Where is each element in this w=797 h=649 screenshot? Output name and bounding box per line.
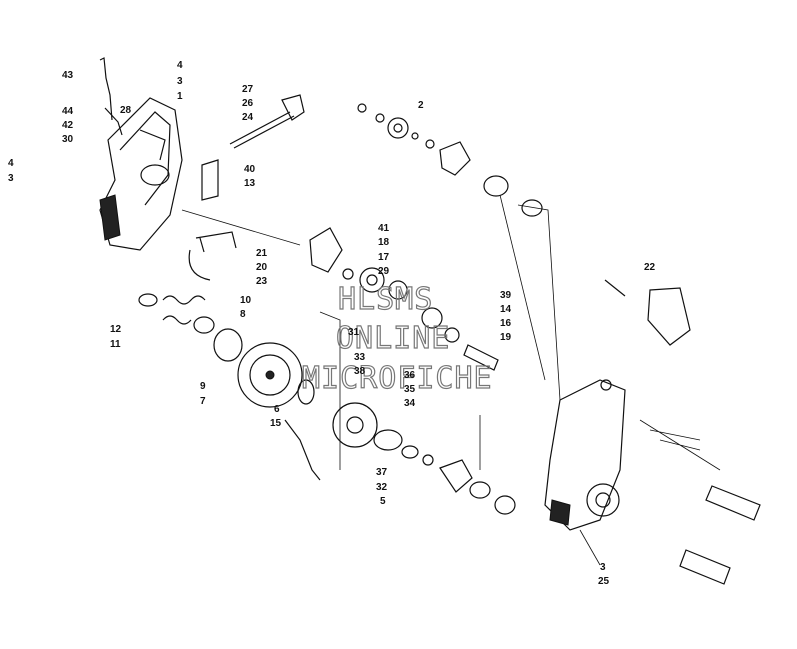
driven-sprocket-assembly [138, 293, 378, 448]
lever-bracket [104, 107, 123, 136]
callout: 2 [418, 100, 424, 111]
callout: 37 [376, 467, 388, 478]
callout: 11 [110, 339, 121, 350]
callout: 6 [274, 404, 280, 415]
callout: 42 [62, 120, 74, 131]
chaincase-housing [544, 379, 626, 531]
callout: 31 [348, 327, 360, 338]
callout: 21 [256, 248, 268, 259]
callout: 41 [378, 223, 390, 234]
callout: 20 [256, 262, 268, 273]
callout: 13 [244, 178, 256, 189]
callout: 39 [500, 290, 512, 301]
callout: 40 [244, 164, 256, 175]
callout: 5 [380, 496, 386, 507]
lower-shaft [373, 429, 516, 515]
callout: 7 [200, 396, 206, 407]
wire [188, 249, 211, 281]
callout: 17 [378, 252, 390, 263]
callout: 19 [500, 332, 512, 343]
callout: 14 [500, 304, 512, 315]
callout: 23 [256, 276, 268, 287]
guard-bracket [647, 287, 691, 346]
plug-lower [679, 549, 731, 585]
callout: 3 [600, 562, 606, 573]
callout: 24 [242, 112, 254, 123]
callout: 18 [378, 237, 390, 248]
watermark-line-1: HLSMS [338, 282, 433, 317]
callout: 26 [242, 98, 254, 109]
callout: 10 [240, 295, 252, 306]
plate [201, 159, 219, 201]
callout: 1 [177, 91, 183, 102]
callout: 29 [378, 266, 390, 277]
callout: 4 [8, 158, 14, 169]
callout: 22 [644, 262, 656, 273]
callout: 32 [376, 482, 388, 493]
callout: 33 [354, 352, 366, 363]
callout: 4 [177, 60, 183, 71]
clip [195, 231, 237, 253]
callout: 8 [240, 309, 246, 320]
upper-gear-stack [357, 103, 543, 217]
brake-bracket [281, 94, 305, 121]
callout: 3 [177, 76, 183, 87]
callout: 34 [404, 398, 416, 409]
plug-upper [705, 485, 761, 521]
callout: 25 [598, 576, 610, 587]
callout: 12 [110, 324, 122, 335]
callout: 28 [120, 105, 132, 116]
callout: 3 [8, 173, 14, 184]
callout: 9 [200, 381, 206, 392]
callout: 43 [62, 70, 74, 81]
drive-chain [284, 419, 321, 481]
watermark-line-3: MICROFICHE [302, 361, 493, 396]
idler-gears [421, 307, 499, 371]
bolt-22 [604, 279, 626, 297]
chaincase-cover [99, 97, 183, 251]
callout: 30 [62, 134, 74, 145]
callout: 27 [242, 84, 254, 95]
watermark-line-2: ONLINE [336, 321, 450, 356]
callout: 36 [404, 370, 416, 381]
callout: 15 [270, 418, 282, 429]
dipstick-rod [99, 57, 113, 121]
callout: 44 [62, 106, 74, 117]
callout: 35 [404, 384, 416, 395]
brake-shaft [229, 111, 295, 149]
callout: 38 [354, 366, 366, 377]
callout: 16 [500, 318, 512, 329]
middle-gear [309, 227, 408, 300]
